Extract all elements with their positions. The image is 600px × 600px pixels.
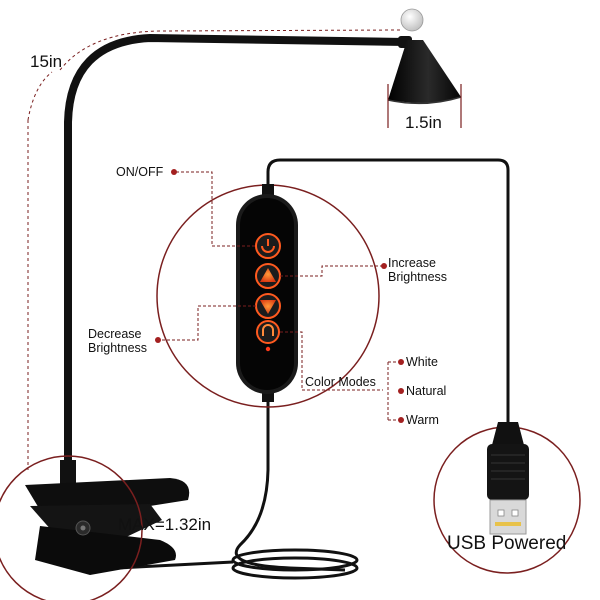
triangle-down-icon	[260, 300, 276, 314]
arm-length-dimension	[27, 29, 401, 470]
usb-cable	[266, 158, 510, 425]
head-width-label: 1.5in	[405, 113, 442, 132]
lower-cable	[234, 398, 346, 572]
increase-brightness-button[interactable]	[255, 263, 281, 289]
gooseneck-arm	[64, 33, 410, 492]
lamp-head	[388, 40, 461, 103]
clip-opening-label: MAX=1.32in	[118, 515, 212, 534]
on-off-button[interactable]	[255, 233, 281, 259]
mode-icon	[262, 324, 274, 336]
mode-natural-label: Natural	[406, 384, 447, 398]
cable-coil	[231, 548, 359, 580]
arm-length-label: 15in	[30, 52, 63, 71]
on-off-label: ON/OFF	[116, 165, 164, 179]
color-mode-button[interactable]	[256, 320, 280, 344]
increase-line-1: Increase	[388, 256, 436, 270]
lamp-bulb	[400, 8, 424, 32]
clip-detail-circle	[0, 455, 143, 600]
indicator-led	[265, 346, 271, 352]
clip-clamp	[25, 460, 190, 575]
triangle-up-icon	[260, 268, 276, 282]
decrease-line-2: Brightness	[88, 341, 148, 355]
mode-warm-label: Warm	[406, 413, 439, 427]
decrease-brightness-label: Decrease Brightness	[88, 327, 147, 355]
increase-line-2: Brightness	[388, 270, 448, 284]
increase-brightness-label: Increase Brightness	[388, 256, 447, 284]
power-icon	[261, 239, 275, 253]
color-modes-label: Color Modes	[305, 375, 376, 389]
decrease-brightness-button[interactable]	[255, 293, 281, 319]
head-width-dimension	[387, 84, 462, 128]
usb-powered-label: USB Powered	[447, 533, 567, 554]
decrease-line-1: Decrease	[88, 327, 142, 341]
mode-white-label: White	[406, 355, 438, 369]
usb-plug	[487, 422, 529, 535]
inline-controller	[236, 184, 298, 402]
leader-dots	[155, 169, 404, 423]
leader-lines	[158, 171, 398, 421]
